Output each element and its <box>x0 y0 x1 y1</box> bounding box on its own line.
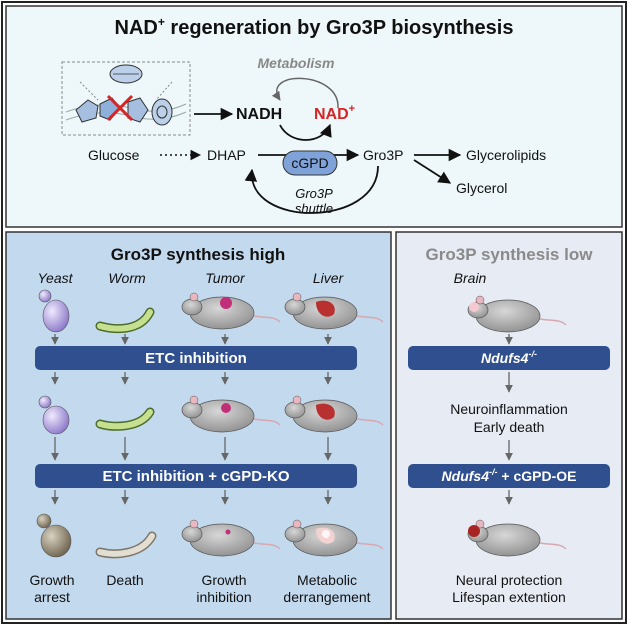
shuttle-label-line1: Gro3P <box>295 186 333 201</box>
liver-mouse-icon-deranged <box>284 519 384 557</box>
neural-protection-label: Neural protection <box>456 572 563 588</box>
glycerolipids-label: Glycerolipids <box>466 147 546 163</box>
glucose-label: Glucose <box>88 147 140 163</box>
etc-inhibition-cgpd-ko-bar <box>35 464 357 488</box>
organism-label-yeast: Yeast <box>37 270 73 286</box>
worm-icon-dead <box>95 531 157 559</box>
organism-label-worm: Worm <box>108 270 146 286</box>
gro3p-shuttle-arrow <box>244 165 379 214</box>
ndufs4-bar <box>408 346 610 370</box>
liver-mouse-icon <box>284 292 384 330</box>
liver-mouse-icon-treated <box>284 395 384 433</box>
ndufs4-cgpd-oe-label: Ndufs4-/- + cGPD-OE <box>442 467 577 484</box>
organism-label-liver: Liver <box>313 270 345 286</box>
panel-title: NAD+ regeneration by Gro3P biosynthesis <box>115 15 514 39</box>
worm-icon <box>95 307 155 334</box>
glycerol-label: Glycerol <box>456 180 507 196</box>
etc-inhibition-label: ETC inhibition <box>145 350 247 367</box>
metabolism-label: Metabolism <box>257 55 334 71</box>
nadh-to-nad-arrow <box>279 123 332 141</box>
lifespan-extention-label: Lifespan extention <box>452 589 566 605</box>
worm-icon-treated <box>95 407 155 431</box>
tumor-mouse-icon-treated <box>181 395 281 433</box>
nad-plus-label: NAD+ <box>314 103 355 123</box>
outcome-worm: Death <box>106 572 143 588</box>
left-arrows-row2 <box>51 372 332 385</box>
yeast-icon <box>38 289 70 333</box>
right-heading: Gro3P synthesis low <box>426 245 594 264</box>
yeast-icon-arrested <box>36 513 72 558</box>
gro3p-to-glycerol-arrow <box>413 159 452 184</box>
tumor-mouse-icon <box>181 292 281 330</box>
outcome-yeast-line2: arrest <box>34 589 70 605</box>
outcome-liver-line2: derrangement <box>283 589 370 605</box>
ndufs4-label: Ndufs4-/- <box>481 349 537 366</box>
left-heading: Gro3P synthesis high <box>111 245 285 264</box>
dhap-label: DHAP <box>207 147 246 163</box>
shuttle-label-line2: shuttle <box>295 201 333 216</box>
yeast-icon-treated <box>38 395 70 435</box>
outcome-yeast-line1: Growth <box>29 572 74 588</box>
brain-mouse-icon <box>467 295 567 333</box>
etc-complex-illustration <box>61 61 191 136</box>
organism-label-tumor: Tumor <box>205 270 246 286</box>
left-arrows-row4 <box>51 490 332 505</box>
etc-inhibition-cgpd-ko-label: ETC inhibition + cGPD-KO <box>102 468 289 485</box>
outcome-tumor-line1: Growth <box>201 572 246 588</box>
ndufs4-cgpd-oe-bar <box>408 464 610 488</box>
outcome-tumor-line2: inhibition <box>196 589 251 605</box>
neuroinflammation-label: Neuroinflammation <box>450 401 568 417</box>
metabolism-arrow <box>271 77 339 109</box>
early-death-label: Early death <box>474 419 545 435</box>
tumor-mouse-icon-inhibited <box>181 519 281 557</box>
organism-label-brain: Brain <box>454 270 487 286</box>
etc-inhibition-bar <box>35 346 357 370</box>
gro3p-label: Gro3P <box>363 147 403 163</box>
brain-mouse-icon-protected <box>467 519 567 557</box>
cgpd-label: cGPD <box>291 155 328 171</box>
left-arrows-row1 <box>51 334 332 345</box>
nadh-label: NADH <box>236 106 282 123</box>
cgpd-enzyme <box>282 150 338 176</box>
left-arrows-row3 <box>51 437 332 461</box>
outcome-liver-line1: Metabolic <box>297 572 357 588</box>
